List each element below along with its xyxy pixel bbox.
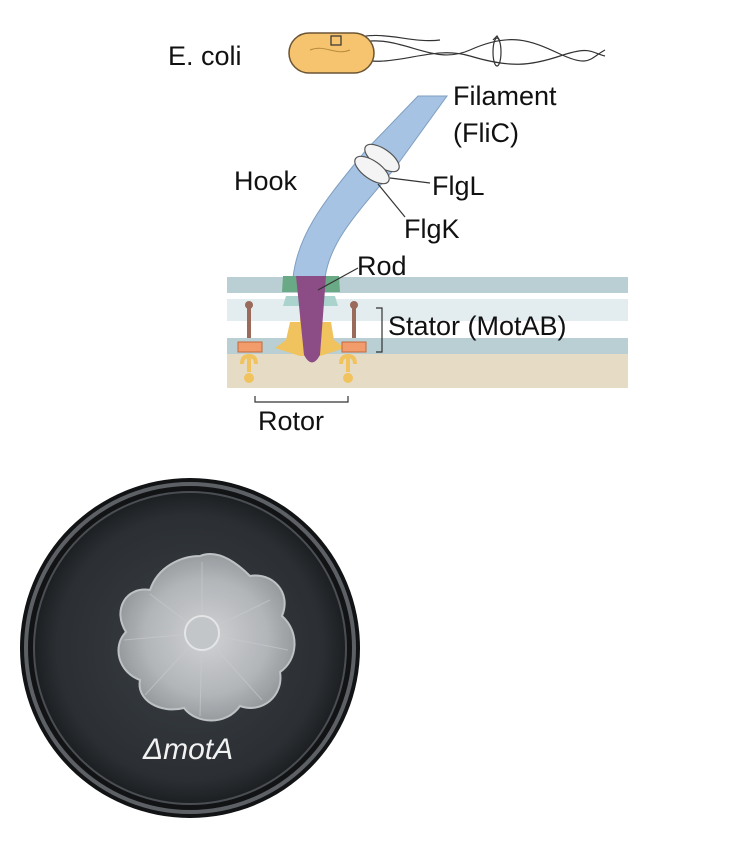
filament-label: Filament (453, 81, 557, 111)
petri-dish: ΔmotA (20, 478, 360, 818)
cell-body (288, 32, 375, 74)
basal-body (237, 276, 367, 383)
rotor-bracket (254, 396, 349, 403)
rotor-label: Rotor (258, 406, 324, 436)
colony-center (184, 615, 220, 651)
stator-bracket (376, 307, 383, 353)
stator-left (237, 301, 263, 383)
ecoli-cell: E. coli (168, 32, 606, 74)
strain-label: ΔmotA (142, 733, 233, 766)
cell-flagella (349, 34, 606, 65)
flgk-label: FlgK (404, 214, 460, 244)
flgk-ring (354, 155, 390, 185)
stator-right (339, 301, 367, 383)
cytoplasm (227, 354, 628, 388)
flgl-label: FlgL (432, 171, 485, 201)
zoom-box-icon (330, 35, 342, 46)
dish-rim (24, 482, 356, 814)
rod (296, 276, 326, 363)
rod-label: Rod (357, 251, 407, 281)
ecoli-label: E. coli (168, 41, 242, 71)
rotation-arrow-icon (492, 37, 502, 67)
leader-lines (254, 177, 431, 403)
hook-label: Hook (234, 166, 298, 196)
stator-label: Stator (MotAB) (388, 311, 567, 341)
filament-protein-label: (FliC) (453, 118, 519, 148)
